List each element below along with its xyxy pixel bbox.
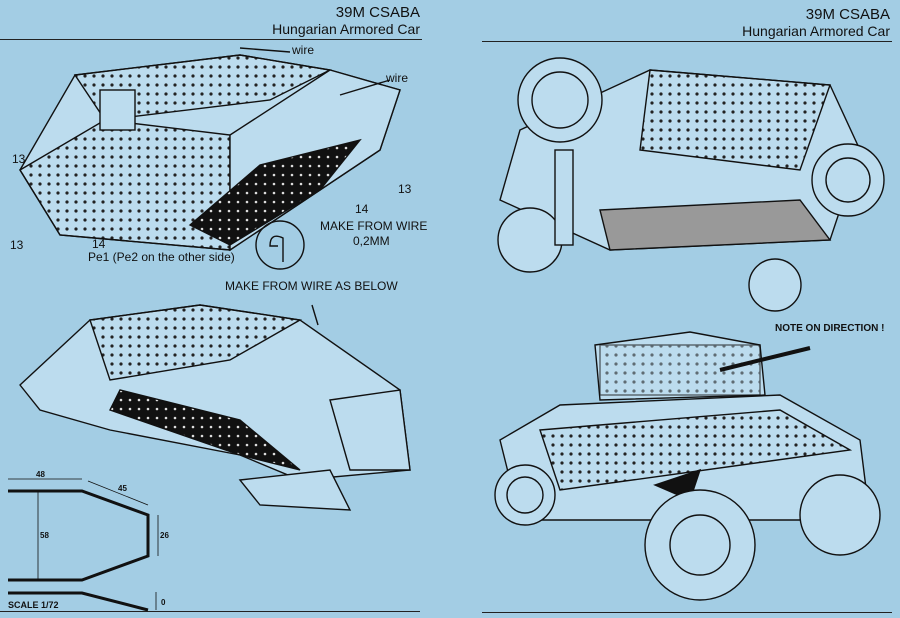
wire-template <box>8 489 150 612</box>
callout-part-14: 14 <box>355 202 369 216</box>
callout-pe1-note: Pe1 (Pe2 on the other side) <box>88 250 235 264</box>
callout-wire-1: wire <box>292 43 315 57</box>
right-page-title: 39M CSABA <box>805 6 890 23</box>
right-page-subtitle: Hungarian Armored Car <box>742 23 890 39</box>
vehicle-underside-view <box>497 57 885 312</box>
callout-part-13: 13 <box>12 152 26 166</box>
dim-top: 48 <box>36 470 45 479</box>
left-bottom-rule <box>0 611 420 612</box>
hull-underside-view <box>19 304 411 511</box>
callout-wire-2: wire <box>386 71 409 85</box>
wire-gauge-note: 0,2MM <box>353 234 390 248</box>
right-header-rule <box>482 41 892 42</box>
right-bottom-rule <box>482 612 892 613</box>
vehicle-side-view <box>494 331 881 601</box>
dim-side: 0 <box>161 598 166 607</box>
make-from-wire-note: MAKE FROM WIRE <box>320 219 428 233</box>
make-from-wire-below-note: MAKE FROM WIRE AS BELOW <box>225 279 398 293</box>
wire-detail-circle <box>255 220 305 270</box>
dim-height: 58 <box>40 531 49 540</box>
callout-part-14: 14 <box>92 237 106 251</box>
left-page-title: 39M CSABA <box>335 4 420 21</box>
hull-top-view <box>19 47 401 252</box>
scale-label: SCALE 1/72 <box>8 600 59 610</box>
direction-note: NOTE ON DIRECTION ! <box>775 323 885 334</box>
left-page-subtitle: Hungarian Armored Car <box>272 21 420 37</box>
right-page-header: 39M CSABA Hungarian Armored Car <box>742 6 890 40</box>
callout-part-13: 13 <box>10 238 24 252</box>
dim-diagonal: 45 <box>118 484 127 493</box>
left-page-header: 39M CSABA Hungarian Armored Car <box>272 4 420 38</box>
dim-end: 26 <box>160 531 169 540</box>
dimension-lines <box>8 478 159 610</box>
callout-part-13: 13 <box>398 182 412 196</box>
left-header-rule <box>0 39 422 40</box>
